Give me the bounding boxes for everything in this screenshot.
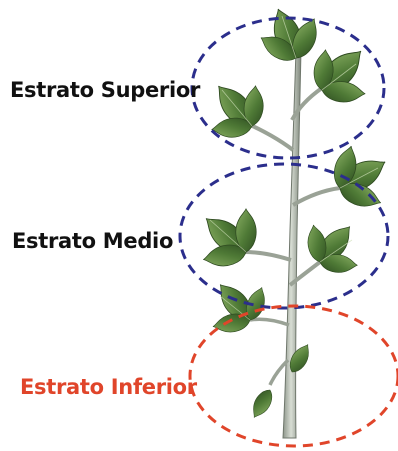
stratum-superior-label: Estrato Superior [10,78,200,102]
stratum-medio-label: Estrato Medio [12,229,173,253]
stratum-medio-ellipse [180,164,388,308]
stratum-inferior-label: Estrato Inferior [20,375,197,399]
